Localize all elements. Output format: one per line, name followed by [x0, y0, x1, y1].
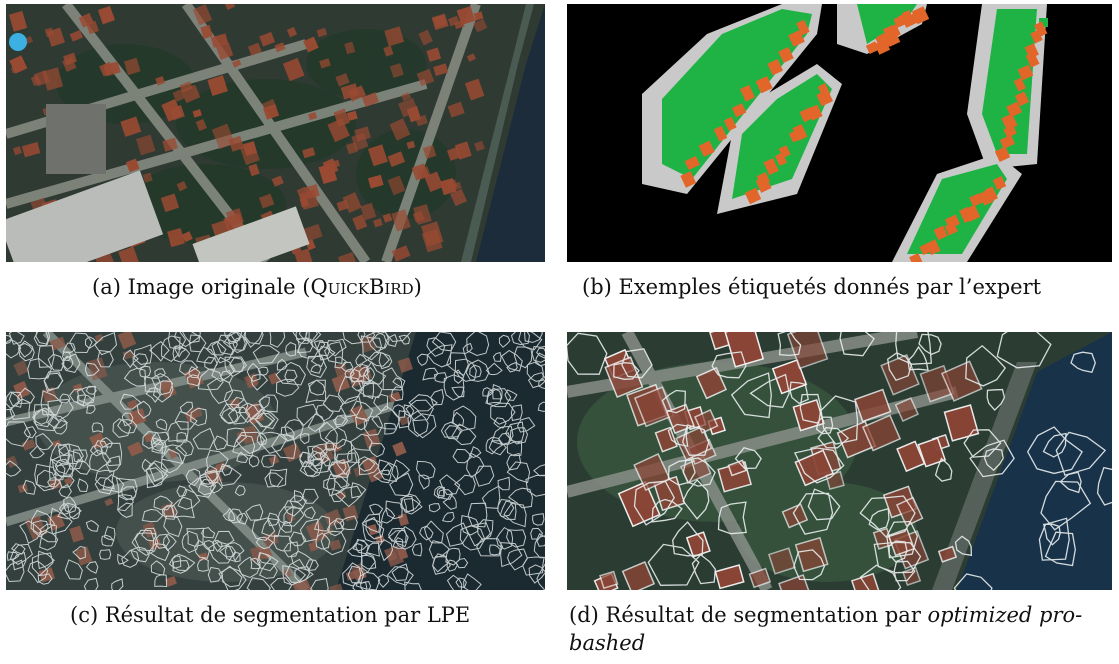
panel-c-lpe-segmentation	[6, 332, 545, 590]
label-map-svg	[567, 4, 1112, 262]
caption-d-method-part1: optimized pro-	[927, 603, 1083, 627]
caption-a-text: (a) Image originale (	[92, 275, 311, 299]
panel-a-original-image	[6, 4, 545, 262]
lpe-image-svg	[6, 332, 545, 590]
caption-d: (d) Résultat de segmentation par optimiz…	[569, 601, 1109, 657]
caption-a: (a) Image originale (QuickBird)	[92, 273, 422, 301]
caption-d-method-part2: bashed	[569, 631, 646, 655]
caption-d-text: (d) Résultat de segmentation par	[569, 603, 928, 627]
caption-c: (c) Résultat de segmentation par LPE	[70, 603, 471, 627]
caption-b: (b) Exemples étiquetés donnés par l’expe…	[582, 275, 1042, 299]
panel-b-labeled-examples	[567, 4, 1112, 262]
caption-a-close: )	[413, 275, 422, 299]
panel-d-probashed-segmentation	[567, 332, 1112, 590]
probashed-image-svg	[567, 332, 1112, 590]
caption-a-sensor: QuickBird	[310, 275, 414, 299]
aerial-image-svg	[6, 4, 545, 262]
